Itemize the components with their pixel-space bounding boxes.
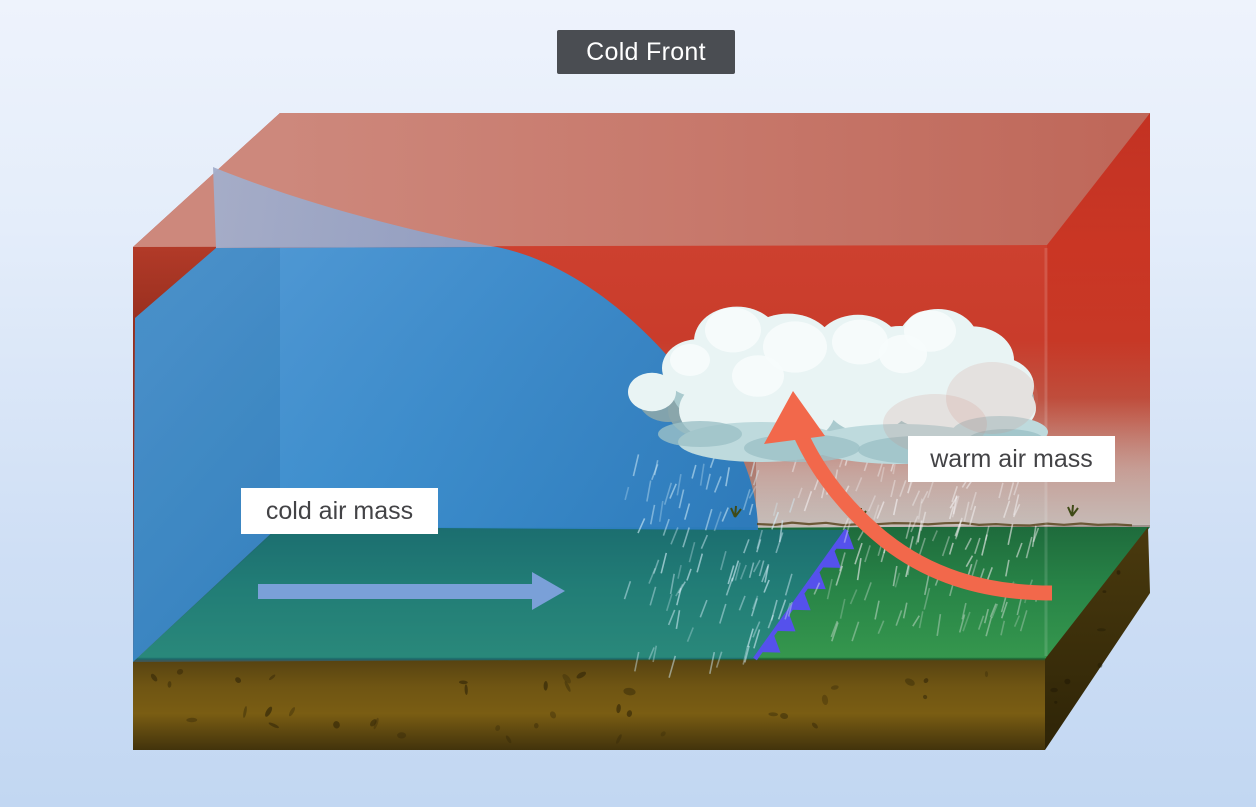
- cold-air-dome-top: [213, 167, 497, 248]
- cold-air-flow-arrow: [258, 572, 565, 610]
- cold-air-mass-label: cold air mass: [241, 488, 438, 534]
- warm-arrow-head: [764, 391, 825, 444]
- ground-surface: [133, 527, 1150, 662]
- box-top-face: [133, 113, 1150, 247]
- soil-right-face: [1045, 527, 1150, 750]
- cold-arrow-head: [532, 572, 565, 610]
- cold-air-wall-shade: [133, 248, 280, 662]
- warm-air-mass-label: warm air mass: [908, 436, 1115, 482]
- diagram-title: Cold Front: [557, 30, 735, 74]
- horizon-line: [756, 521, 1133, 527]
- warm-arrow-shaft: [791, 425, 1053, 601]
- warm-air-rise-arrow: [764, 391, 1053, 601]
- soil-cross-section: [133, 527, 1150, 750]
- cold-front-symbol-line: [753, 528, 855, 661]
- soil-front-face: [133, 659, 1045, 750]
- cold-air-mass-body: [133, 247, 758, 662]
- cold-arrow-shaft: [258, 584, 532, 599]
- soil-speckles: [150, 570, 1121, 744]
